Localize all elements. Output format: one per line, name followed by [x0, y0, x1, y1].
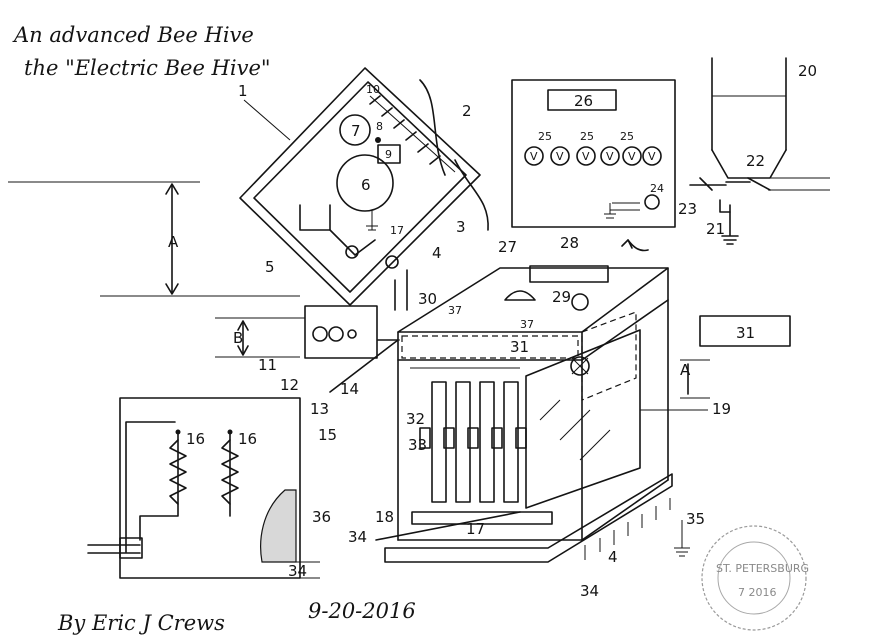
component-31-detail: A — [680, 315, 791, 399]
component-8 — [375, 137, 381, 143]
callout-17a: 17 — [390, 224, 404, 237]
stamp-text: ST. PETERSBURG — [716, 562, 809, 575]
dimension-b-label: B — [233, 329, 243, 347]
callout-17b: 17 — [466, 520, 485, 538]
callout-9: 9 — [385, 148, 392, 161]
callout-15: 15 — [318, 426, 337, 444]
dimension-a-label: A — [168, 233, 179, 251]
switch-24 — [644, 194, 660, 210]
callout-30: 30 — [418, 290, 437, 308]
callout-33: 33 — [408, 436, 427, 454]
resistor-16a — [169, 439, 187, 505]
svg-text:25: 25 — [538, 130, 552, 143]
roof-panel-28 — [529, 265, 609, 283]
callout-28: 28 — [560, 234, 579, 252]
callout-21: 21 — [706, 220, 725, 238]
callout-29: 29 — [552, 288, 571, 306]
sensor-tube-assembly — [689, 57, 830, 245]
component-31-outline — [401, 335, 579, 359]
callout-8: 8 — [376, 120, 383, 133]
callout-34b: 34 — [288, 562, 307, 580]
window-19 — [525, 329, 641, 509]
insulation-36 — [260, 489, 297, 563]
callout-31a: 31 — [510, 338, 529, 356]
hive-body — [329, 265, 690, 563]
component-29 — [571, 293, 589, 311]
callout-10: 10 — [366, 83, 380, 96]
callout-37a: 37 — [448, 304, 462, 317]
callout-27: 27 — [498, 238, 517, 256]
meter-2 — [550, 146, 570, 166]
callout-18: 18 — [375, 508, 394, 526]
meter-3 — [576, 146, 596, 166]
callout-22: 22 — [746, 152, 765, 170]
svg-text:V: V — [628, 150, 636, 163]
meter-5 — [622, 146, 642, 166]
author-signature: By Eric J Crews — [57, 611, 225, 635]
component-27 — [504, 290, 536, 301]
callout-32: 32 — [406, 410, 425, 428]
meter-6 — [642, 146, 662, 166]
dimension-a: A — [8, 181, 300, 297]
component-6 — [336, 154, 394, 212]
callout-31b: 31 — [736, 324, 755, 342]
display-26 — [547, 89, 617, 111]
heater-panel — [87, 397, 320, 579]
callout-20: 20 — [798, 62, 817, 80]
meter-4 — [600, 146, 620, 166]
callout-34c: 34 — [580, 582, 599, 600]
dimension-a-right-label: A — [680, 361, 691, 379]
rotated-frame-assembly — [239, 67, 489, 306]
svg-text:V: V — [556, 150, 564, 163]
callout-19: 19 — [712, 400, 731, 418]
controller-panel: 26 V V V V V V 25 25 25 24 — [511, 79, 676, 252]
callout-3: 3 — [456, 218, 466, 236]
svg-text:V: V — [530, 150, 538, 163]
resistor-16b — [221, 439, 239, 505]
callout-36: 36 — [312, 508, 331, 526]
callout-35: 35 — [686, 510, 705, 528]
callout-12: 12 — [280, 376, 299, 394]
svg-text:V: V — [648, 150, 656, 163]
callout-2: 2 — [462, 102, 472, 120]
notary-stamp: ST. PETERSBURG 7 2016 — [701, 525, 809, 631]
callout-11: 11 — [258, 356, 277, 374]
callout-4b: 4 — [608, 548, 618, 566]
dimension-b: B — [215, 317, 300, 358]
callout-7: 7 — [351, 122, 361, 140]
callout-4: 4 — [432, 244, 442, 262]
stamp-date: 7 2016 — [738, 586, 777, 599]
svg-text:25: 25 — [620, 130, 634, 143]
drawing-title: An advanced Bee Hive — [12, 23, 254, 47]
component-9 — [377, 144, 401, 164]
callout-1: 1 — [238, 82, 248, 100]
callout-37b: 37 — [520, 318, 534, 331]
callout-labels: 1 2 3 4 5 6 7 8 9 10 11 12 13 14 15 16 1… — [186, 62, 817, 600]
callout-34a: 34 — [348, 528, 367, 546]
callout-16a: 16 — [186, 430, 205, 448]
meter-1 — [524, 146, 544, 166]
svg-text:V: V — [606, 150, 614, 163]
callout-23: 23 — [678, 200, 697, 218]
callout-5: 5 — [265, 258, 275, 276]
svg-text:25: 25 — [580, 130, 594, 143]
svg-text:24: 24 — [650, 182, 664, 195]
callout-6: 6 — [361, 176, 371, 194]
drawing-subtitle: the "Electric Bee Hive" — [24, 56, 271, 80]
fan-19 — [570, 356, 590, 376]
callout-14: 14 — [340, 380, 359, 398]
component-7 — [339, 114, 371, 146]
callout-16b: 16 — [238, 430, 257, 448]
tray-17 — [411, 511, 553, 525]
svg-text:V: V — [582, 150, 590, 163]
callout-13: 13 — [310, 400, 329, 418]
display-number: 26 — [574, 92, 593, 110]
signature-date: 9-20-2016 — [308, 599, 416, 623]
